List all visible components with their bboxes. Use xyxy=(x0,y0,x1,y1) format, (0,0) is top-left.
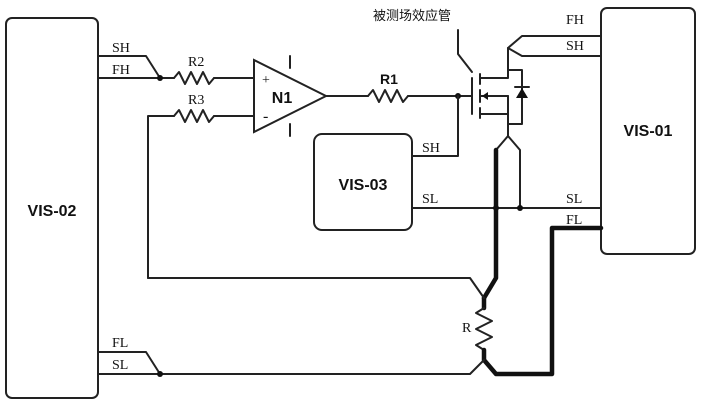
vis02-fl-wire xyxy=(97,351,161,375)
source-sense-wire xyxy=(507,135,521,209)
vis02-sl-wire xyxy=(97,359,485,375)
r1-resistor xyxy=(367,89,409,103)
r1-label: R1 xyxy=(380,71,398,87)
vis03-label: VIS-03 xyxy=(339,177,388,194)
mosfet-leader-line xyxy=(457,29,473,73)
vis03-sl-label: SL xyxy=(422,192,438,207)
r-label: R xyxy=(462,321,472,336)
vis01-label: VIS-01 xyxy=(624,123,673,140)
vis01-sl-label: SL xyxy=(566,192,582,207)
source-split-left xyxy=(495,135,509,151)
vis03-block xyxy=(313,133,413,231)
vis01-sh-label: SH xyxy=(566,39,584,54)
r-sense-resistor xyxy=(475,307,493,351)
r3-resistor xyxy=(173,109,215,123)
vis01-block xyxy=(600,7,696,255)
vis02-block xyxy=(5,17,99,399)
amplifier-plus-label: + xyxy=(262,73,270,88)
vis02-fl-label: FL xyxy=(112,336,128,351)
vis01-fh-wire xyxy=(507,35,602,49)
junction-dot xyxy=(157,75,163,81)
vis03-sh-wire xyxy=(411,95,459,157)
mosfet-dut xyxy=(471,47,530,137)
r3-label: R3 xyxy=(188,93,204,108)
vis02-sh-label: SH xyxy=(112,41,130,56)
r3-feedback-wire xyxy=(147,115,175,279)
amplifier-n1 xyxy=(253,58,329,134)
vis01-fl-label: FL xyxy=(566,213,582,228)
amplifier-minus-label: - xyxy=(263,108,268,125)
r-top-sense-wire xyxy=(147,277,485,299)
vis02-sl-label: SL xyxy=(112,358,128,373)
junction-dot xyxy=(517,205,523,211)
vis02-fh-label: FH xyxy=(112,63,130,78)
r2-label: R2 xyxy=(188,55,204,70)
source-current-path xyxy=(481,147,499,301)
vis03-sh-label: SH xyxy=(422,141,440,156)
vis02-sh-wire xyxy=(97,55,161,79)
vis01-fh-label: FH xyxy=(566,13,584,28)
fl-current-path xyxy=(481,225,604,377)
r2-resistor xyxy=(173,71,215,85)
vis02-label: VIS-02 xyxy=(28,203,77,220)
amplifier-label: N1 xyxy=(272,90,293,107)
vis01-sh-wire xyxy=(507,47,602,57)
junction-dot xyxy=(157,371,163,377)
mosfet-label: 被测场效应管 xyxy=(373,8,451,24)
